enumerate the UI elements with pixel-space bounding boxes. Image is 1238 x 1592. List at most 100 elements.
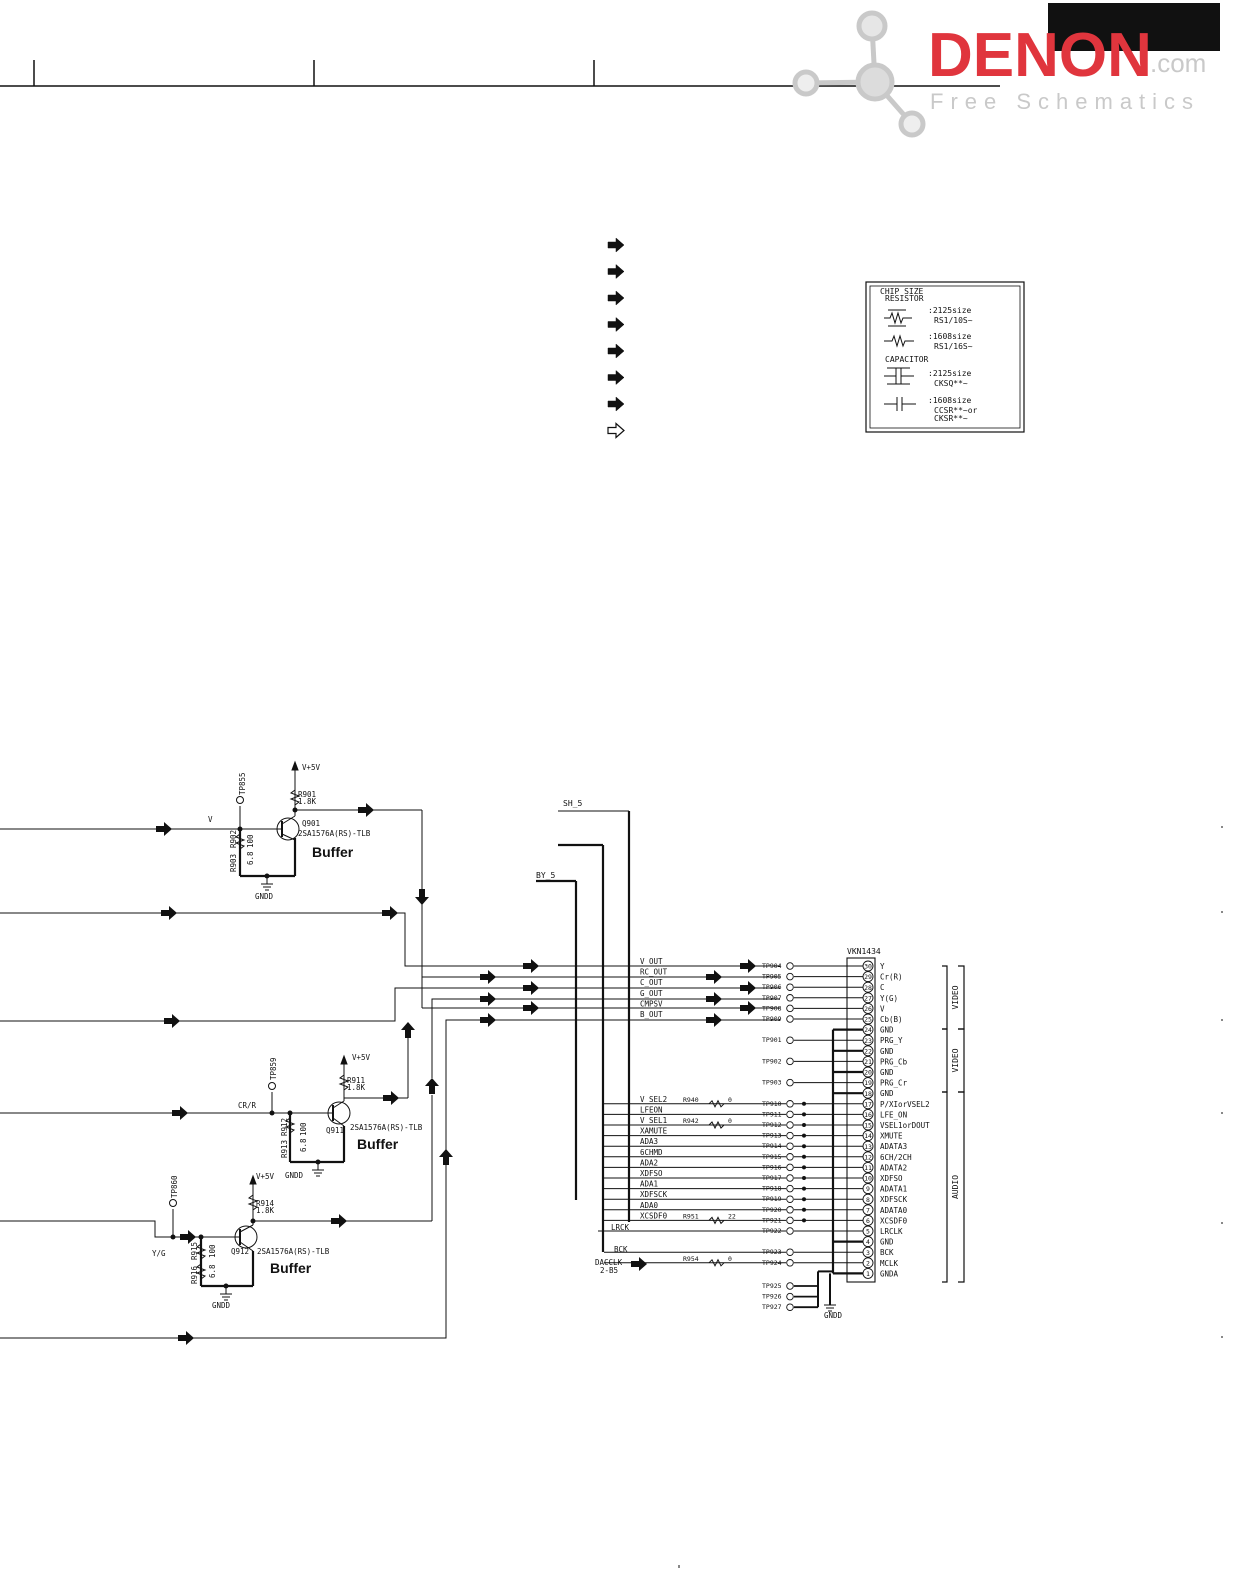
buffer-1-ground: GNDD — [255, 892, 274, 901]
pin-number: 13 — [864, 1143, 872, 1151]
signal-arrow-icon — [415, 889, 429, 905]
junction-dots — [170, 807, 321, 1289]
signal-arrow-icon — [740, 981, 756, 995]
testpoint-circle — [786, 1206, 794, 1214]
extra-testpoint: TP927 — [762, 1303, 818, 1311]
pin-number: 20 — [864, 1069, 872, 1077]
pin-function: XCSDF0 — [880, 1216, 908, 1225]
tp859: TP859 — [269, 1057, 278, 1080]
resistor-1608-symbol — [884, 334, 914, 348]
r915-ref: R915 — [190, 1242, 199, 1260]
signal-arrow-icon — [706, 992, 722, 1006]
r915-value: 100 — [208, 1244, 217, 1258]
signal-arrow-icon — [180, 1230, 196, 1244]
testpoint-circle — [786, 1110, 794, 1119]
signal-arrow-icon — [523, 1001, 539, 1015]
junction-dot — [802, 1144, 806, 1149]
pin-function: PRG_Cb — [880, 1057, 908, 1066]
buffer-1-input: V — [208, 815, 213, 824]
pin-function: V — [880, 1004, 885, 1013]
r913-value: 6.8 — [299, 1138, 308, 1152]
testpoint-circle — [786, 1131, 794, 1140]
resistor-1608-part: RS1/16S~ — [934, 342, 973, 351]
lrck-label: LRCK — [611, 1223, 630, 1232]
testpoint-circle — [786, 1227, 794, 1235]
resistor-value: 0 — [728, 1117, 732, 1125]
pin-number: 8 — [866, 1196, 870, 1204]
q901-part: 2SA1576A(RS)-TLB — [298, 829, 371, 838]
testpoint-label: TP906 — [762, 983, 782, 991]
r902-value: 100 — [246, 834, 255, 848]
pin-function: Cb(B) — [880, 1015, 903, 1024]
ground-symbols — [220, 883, 836, 1312]
net-label: G_OUT — [640, 989, 663, 998]
pin-number: 16 — [864, 1111, 872, 1119]
q901-supply: V+5V — [302, 763, 321, 772]
filled-arrow-icon — [607, 316, 625, 333]
signal-arrow-icon — [358, 803, 374, 817]
signal-arrow-icon — [161, 906, 177, 920]
pin-number: 26 — [864, 1005, 872, 1013]
pin-function: Cr(R) — [880, 973, 903, 982]
pin-number: 18 — [864, 1090, 872, 1098]
buffer-1-label: Buffer — [312, 844, 354, 860]
signal-arrow-legend — [607, 237, 625, 439]
pin-number: 6 — [866, 1217, 870, 1225]
q912-ref: Q912 — [231, 1247, 249, 1256]
resistor-ref: R954 — [683, 1255, 699, 1263]
connector-group-label: VIDEO — [951, 1048, 960, 1072]
testpoint-circle — [786, 962, 794, 970]
capacitor-1608-part-2: CKSR**~ — [934, 414, 968, 423]
junction-dot — [802, 1186, 806, 1191]
signal-arrow-icon — [480, 970, 496, 984]
junction-dot — [802, 1207, 806, 1212]
capacitor-2125-symbol — [884, 367, 914, 385]
r901-value: 1.8K — [298, 797, 317, 806]
net-label: ADA1 — [640, 1180, 658, 1189]
pin-number: 25 — [864, 1016, 872, 1024]
signal-arrow-icon — [156, 822, 172, 836]
filled-arrow-icon — [607, 396, 625, 412]
r911-ref: R911 — [347, 1076, 365, 1085]
logo-brand: DENON — [928, 21, 1152, 90]
connector-group-bracket: VIDEO — [942, 1028, 965, 1093]
testpoint-label: TP926 — [762, 1293, 782, 1301]
margin-ticks — [678, 826, 1223, 1568]
pin-function: GND — [880, 1026, 894, 1035]
junction-dot — [802, 1165, 806, 1170]
r916-value: 6.8 — [208, 1264, 217, 1278]
pin-function: VSEL1orDOUT — [880, 1121, 930, 1130]
testpoint-circle — [786, 1057, 794, 1066]
q911-supply: V+5V — [352, 1053, 371, 1062]
connector-body — [846, 957, 876, 1283]
r903-ref: R903 — [229, 854, 238, 872]
buffer-2-ground: GNDD — [285, 1171, 304, 1180]
r911-value: 1.8K — [347, 1083, 366, 1092]
logo-domain: .com — [1150, 48, 1206, 78]
pin-function: LRCLK — [880, 1227, 903, 1236]
pin-number: 30 — [864, 963, 872, 971]
pin-function: PRG_Cr — [880, 1079, 908, 1088]
net-label: V_SEL1 — [640, 1116, 667, 1125]
junction-dot — [802, 1154, 806, 1159]
net-label: B_OUT — [640, 1010, 663, 1019]
signal-arrow-icon — [631, 1257, 647, 1271]
capacitor-1608-symbol — [884, 397, 916, 411]
resistor-value: 0 — [728, 1096, 732, 1104]
signal-arrow-icon — [523, 959, 539, 973]
testpoint-circle — [786, 1153, 794, 1161]
net-label: 6CHMD — [640, 1148, 663, 1157]
buffer-3-ground: GNDD — [212, 1301, 231, 1310]
